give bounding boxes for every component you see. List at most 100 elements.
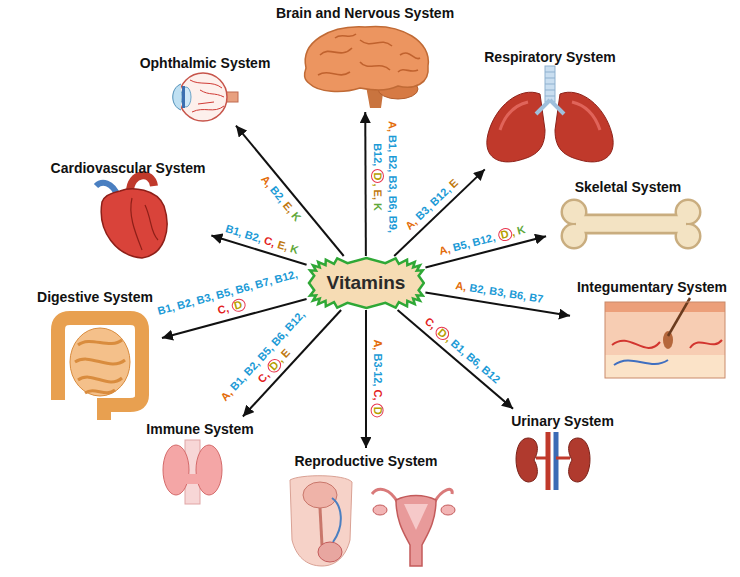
vitamin-list: A, B1, B2, B3, B6, B9, B12, D, E, K (369, 117, 400, 237)
lens (181, 87, 191, 107)
trachea (545, 66, 555, 102)
right-lung (555, 92, 613, 162)
bone-illustration (562, 200, 700, 248)
vitamin-token: B2 (469, 282, 485, 296)
brain-folds (318, 34, 420, 75)
hub-star: Vitamins (307, 256, 426, 310)
eyeball (179, 73, 227, 121)
kidneys-illustration (516, 432, 590, 490)
epidermis (605, 302, 725, 312)
system-panel: Reproductive System (276, 450, 456, 572)
vitamin-token: B12 (480, 363, 503, 385)
star-shape (309, 258, 424, 308)
system-panel: Urinary System (505, 410, 620, 492)
connector-group (162, 112, 570, 448)
vitamin-token: A (372, 340, 384, 348)
intestine-coils (75, 340, 125, 393)
bone-shaft (576, 215, 686, 233)
vitamin-token: B12 (273, 269, 296, 286)
fat-layer (605, 355, 725, 378)
system-title: Respiratory System (484, 49, 616, 66)
system-title: Urinary System (511, 413, 614, 430)
system-title: Immune System (146, 421, 253, 438)
lungs-illustration (487, 66, 613, 162)
arrow-connector (394, 169, 485, 256)
vitamin-token: K (289, 242, 300, 256)
uterus (396, 496, 436, 567)
thyroid-lobe (163, 445, 189, 495)
arrow-connector (236, 126, 344, 256)
lung-shading (500, 102, 600, 130)
skin-outline (605, 302, 725, 378)
system-title: Ophthalmic System (140, 55, 271, 72)
vitamin-token: , (387, 189, 399, 195)
arrow-connector (398, 310, 513, 409)
vitamin-list: C, D, B1, B6, B12 (422, 314, 504, 387)
vitamin-list: B1, B2, B3, B5, B6, B7, B12, C, D (155, 267, 303, 334)
testis (318, 542, 342, 562)
system-panel: Ophthalmic System (136, 52, 275, 124)
cornea (173, 84, 181, 110)
vitamin-list: A, B2, B3, B6, B7 (454, 278, 544, 307)
vitamin-token: K (372, 203, 384, 211)
vitamin-token: C (372, 390, 384, 398)
vitamin-token: K (516, 223, 527, 237)
skin-veins (614, 360, 668, 365)
bone-shaft (576, 217, 686, 232)
vitamin-list: A, B1, B2, B5, B6, B12, C, D, E (215, 305, 322, 417)
bladder (303, 482, 337, 508)
coronary-vessels (131, 198, 158, 250)
vitamin-token: B3 (387, 175, 399, 189)
thyroid-illustration (163, 440, 222, 504)
system-title: Brain and Nervous System (276, 5, 454, 22)
vitamin-token: E (372, 189, 384, 196)
system-title: Integumentary System (577, 279, 727, 296)
heart-illustration (96, 175, 167, 258)
vitamin-token: , (387, 230, 399, 233)
arrow-connector (364, 112, 367, 256)
arrow-connector (365, 310, 367, 448)
system-panel: Digestive System (30, 286, 160, 426)
aorta (546, 432, 551, 490)
heart (101, 189, 167, 258)
vas-deferens (332, 498, 341, 542)
system-panel: Immune System (140, 418, 260, 508)
vitamin-token: B6 (387, 195, 399, 209)
hub-label: Vitamins (327, 272, 406, 294)
vitamin-token: , (386, 149, 398, 155)
dermis (605, 312, 725, 355)
kidney (569, 438, 590, 482)
vitamin-token: , (371, 163, 383, 169)
system-panel: Brain and Nervous System (272, 2, 458, 110)
vitamin-token: B1 (386, 135, 398, 149)
vena-cava (554, 432, 559, 490)
vitamin-list: A, B2, E, K (257, 172, 304, 224)
eye-illustration (173, 73, 238, 121)
large-intestine (58, 318, 142, 420)
vitamin-token: B6 (508, 288, 524, 302)
vitamin-token: , (372, 197, 384, 203)
system-title: Skeletal System (575, 179, 682, 196)
system-title: Reproductive System (294, 453, 437, 470)
vitamin-token: B12 (371, 143, 383, 163)
vitamin-token: , (372, 348, 384, 354)
renal-vessels (536, 457, 570, 460)
skin-illustration (605, 298, 725, 378)
circled-vitamin: D (370, 169, 383, 183)
vitamin-token: B2 (386, 155, 398, 169)
thyroid-lobe (196, 445, 222, 495)
vitamin-token: B3 (489, 285, 505, 299)
left-lung (487, 92, 545, 162)
intestines-illustration (58, 318, 142, 420)
system-title: Cardiovascular System (51, 160, 206, 177)
kidney (516, 438, 537, 482)
eye-veins (190, 80, 224, 112)
vitamin-token: , (372, 183, 384, 189)
system-panel: Cardiovascular System (47, 157, 210, 263)
ovary (441, 505, 455, 515)
hair (668, 298, 690, 336)
vitamin-list: A, B3-12, C, D (370, 340, 385, 418)
circled-vitamin: D (371, 404, 384, 418)
